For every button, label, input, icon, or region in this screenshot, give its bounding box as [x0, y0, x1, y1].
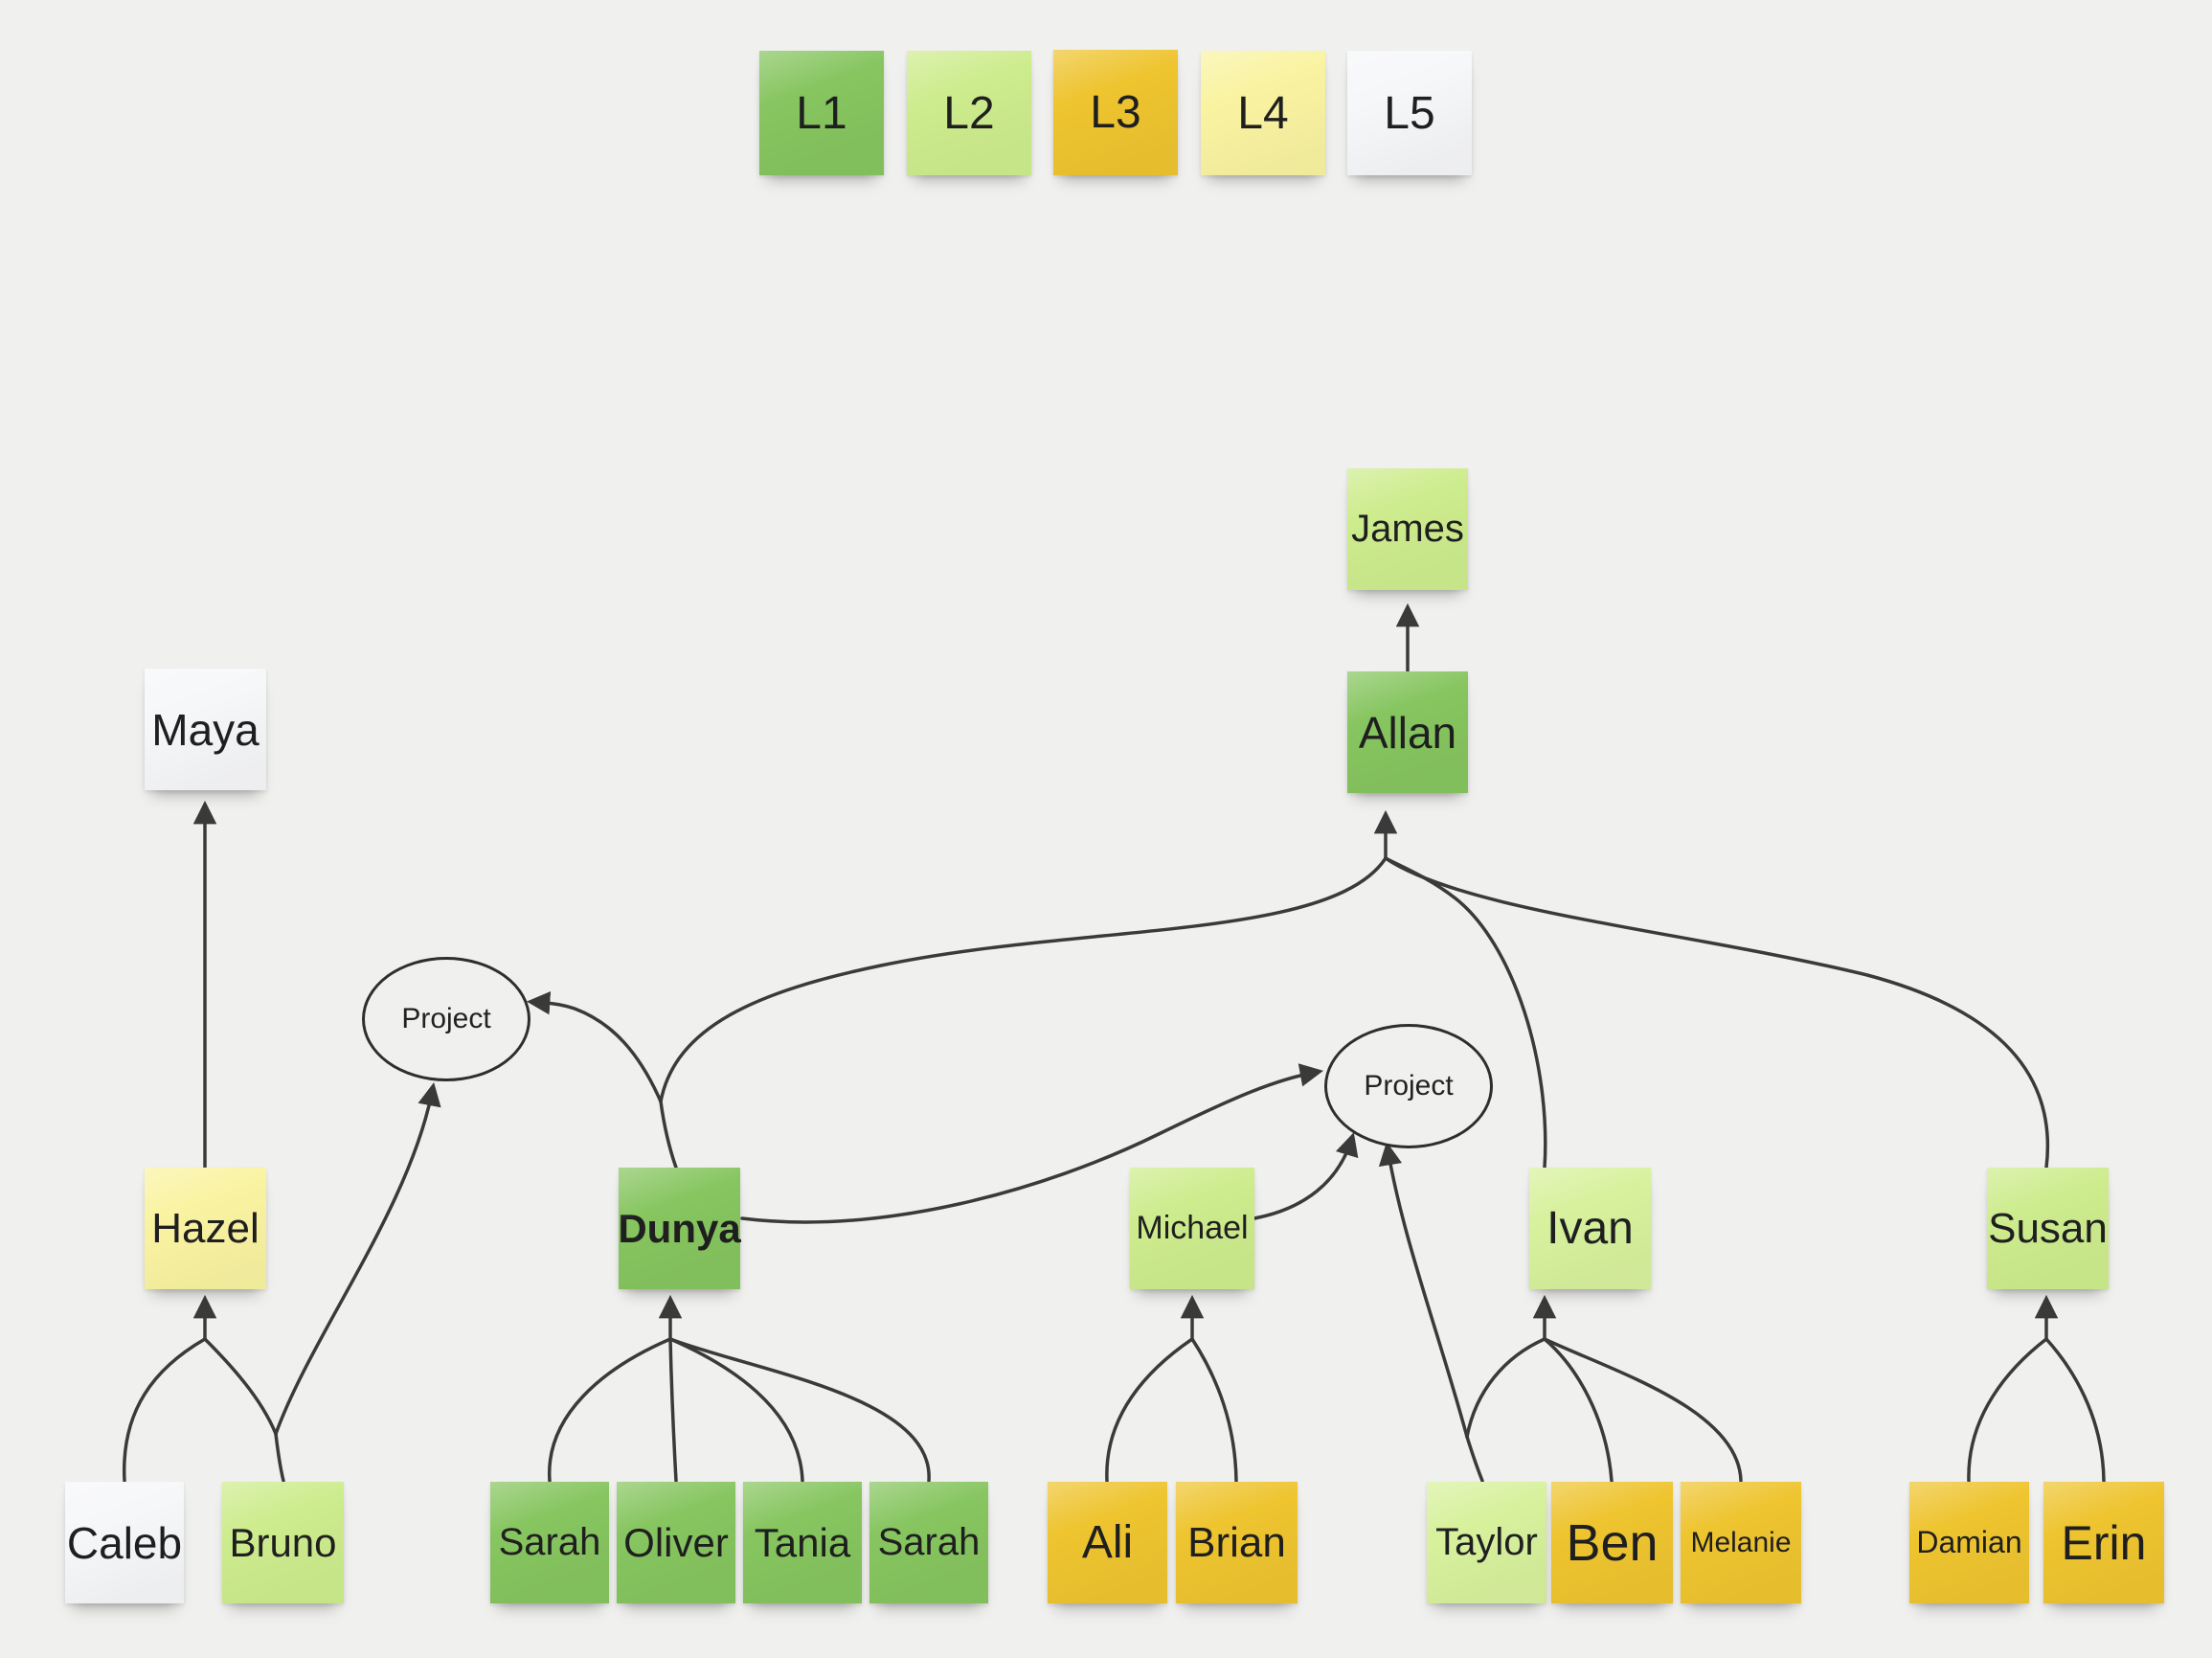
sticky-note-label: Susan: [1988, 1204, 2108, 1252]
sticky-note-label: Ivan: [1546, 1203, 1634, 1254]
sticky-note-legend-l1[interactable]: L1: [759, 51, 884, 175]
sticky-note-damian[interactable]: Damian: [1909, 1482, 2029, 1603]
sticky-note-label: L4: [1237, 87, 1289, 139]
sticky-note-label: L2: [943, 87, 995, 139]
sticky-note-label: Damian: [1916, 1525, 2022, 1559]
connector-bruno-stem-top[interactable]: [274, 1432, 285, 1483]
connector-tania-to-dunya[interactable]: [668, 1337, 804, 1483]
connector-damian-to-susan[interactable]: [1967, 1337, 2048, 1483]
sticky-note-legend-l5[interactable]: L5: [1347, 51, 1472, 175]
connector-bruno-to-project-left[interactable]: [274, 1081, 441, 1436]
ellipse-node-project-left[interactable]: Project: [362, 957, 530, 1081]
sticky-note-label: Oliver: [623, 1519, 729, 1565]
sticky-note-label: L1: [796, 87, 847, 139]
sticky-note-sarah-2[interactable]: Sarah: [869, 1482, 988, 1603]
connector-taylor-to-ivan[interactable]: [1465, 1337, 1546, 1439]
connector-dunya-stem-top[interactable]: [659, 1100, 678, 1170]
sticky-note-james[interactable]: James: [1347, 468, 1468, 590]
sticky-note-taylor[interactable]: Taylor: [1427, 1482, 1546, 1603]
connector-sarah2-to-dunya[interactable]: [668, 1337, 931, 1483]
connector-ben-to-ivan[interactable]: [1543, 1337, 1614, 1483]
sticky-note-label: Melanie: [1690, 1526, 1792, 1558]
sticky-note-label: Ali: [1081, 1517, 1134, 1568]
connector-oliver-to-dunya[interactable]: [668, 1337, 678, 1483]
connector-erin-to-susan[interactable]: [2044, 1337, 2106, 1483]
sticky-note-label: Bruno: [229, 1519, 337, 1565]
sticky-note-oliver[interactable]: Oliver: [617, 1482, 735, 1603]
sticky-note-dunya[interactable]: Dunya: [618, 1168, 741, 1289]
sticky-note-melanie[interactable]: Melanie: [1681, 1482, 1801, 1603]
sticky-note-label: Caleb: [66, 1517, 183, 1568]
ellipse-node-project-right[interactable]: Project: [1324, 1024, 1493, 1148]
sticky-note-ivan[interactable]: Ivan: [1529, 1168, 1651, 1289]
sticky-note-brian[interactable]: Brian: [1176, 1482, 1298, 1603]
sticky-note-label: James: [1351, 508, 1464, 550]
sticky-note-label: Ben: [1566, 1513, 1659, 1572]
connector-ali-to-michael[interactable]: [1105, 1337, 1194, 1483]
sticky-note-maya[interactable]: Maya: [145, 669, 266, 790]
sticky-note-caleb[interactable]: Caleb: [65, 1482, 184, 1603]
sticky-note-label: Brian: [1187, 1518, 1286, 1566]
connector-caleb-to-hazel[interactable]: [122, 1337, 207, 1483]
sticky-note-legend-l3[interactable]: L3: [1053, 50, 1178, 175]
connector-melanie-to-ivan[interactable]: [1543, 1337, 1743, 1483]
sticky-note-label: Dunya: [618, 1205, 741, 1251]
sticky-note-legend-l2[interactable]: L2: [907, 51, 1031, 175]
ellipse-label: Project: [1364, 1070, 1454, 1102]
connector-dunya-to-project-right[interactable]: [740, 1063, 1324, 1224]
sticky-note-label: L5: [1384, 87, 1435, 139]
connector-michael-to-project-right[interactable]: [1253, 1132, 1359, 1220]
sticky-note-hazel[interactable]: Hazel: [145, 1168, 266, 1289]
sticky-note-label: L3: [1090, 87, 1141, 138]
ellipse-label: Project: [401, 1003, 491, 1034]
sticky-note-sarah-1[interactable]: Sarah: [490, 1482, 609, 1603]
sticky-note-label: Hazel: [151, 1204, 260, 1252]
sticky-note-label: Maya: [151, 704, 260, 755]
connector-dunya-to-allan[interactable]: [659, 856, 1388, 1103]
sticky-note-allan[interactable]: Allan: [1347, 671, 1468, 793]
sticky-note-susan[interactable]: Susan: [1987, 1168, 2109, 1289]
sticky-note-label: Erin: [2061, 1515, 2147, 1570]
sticky-note-erin[interactable]: Erin: [2043, 1482, 2164, 1603]
sticky-note-label: Sarah: [877, 1521, 981, 1563]
connector-dunya-to-project-left[interactable]: [526, 990, 663, 1103]
connector-bruno-to-hazel[interactable]: [203, 1337, 278, 1436]
sticky-note-label: Michael: [1136, 1210, 1249, 1246]
connector-brian-to-michael[interactable]: [1190, 1337, 1238, 1483]
sticky-note-legend-l4[interactable]: L4: [1201, 51, 1325, 175]
sticky-note-bruno[interactable]: Bruno: [222, 1482, 344, 1603]
connector-taylor-to-project-right[interactable]: [1378, 1141, 1469, 1439]
sticky-note-label: Allan: [1358, 707, 1457, 758]
sticky-note-label: Sarah: [498, 1521, 601, 1563]
sticky-note-michael[interactable]: Michael: [1130, 1168, 1254, 1289]
sticky-note-label: Taylor: [1435, 1521, 1538, 1563]
sticky-note-tania[interactable]: Tania: [743, 1482, 862, 1603]
sticky-note-ali[interactable]: Ali: [1048, 1482, 1167, 1603]
sticky-note-ben[interactable]: Ben: [1551, 1482, 1673, 1603]
connector-taylor-stem-top[interactable]: [1465, 1435, 1484, 1483]
connector-sarah1-to-dunya[interactable]: [548, 1337, 672, 1483]
sticky-note-label: Tania: [754, 1519, 851, 1565]
connector-susan-to-allan[interactable]: [1384, 856, 2050, 1170]
